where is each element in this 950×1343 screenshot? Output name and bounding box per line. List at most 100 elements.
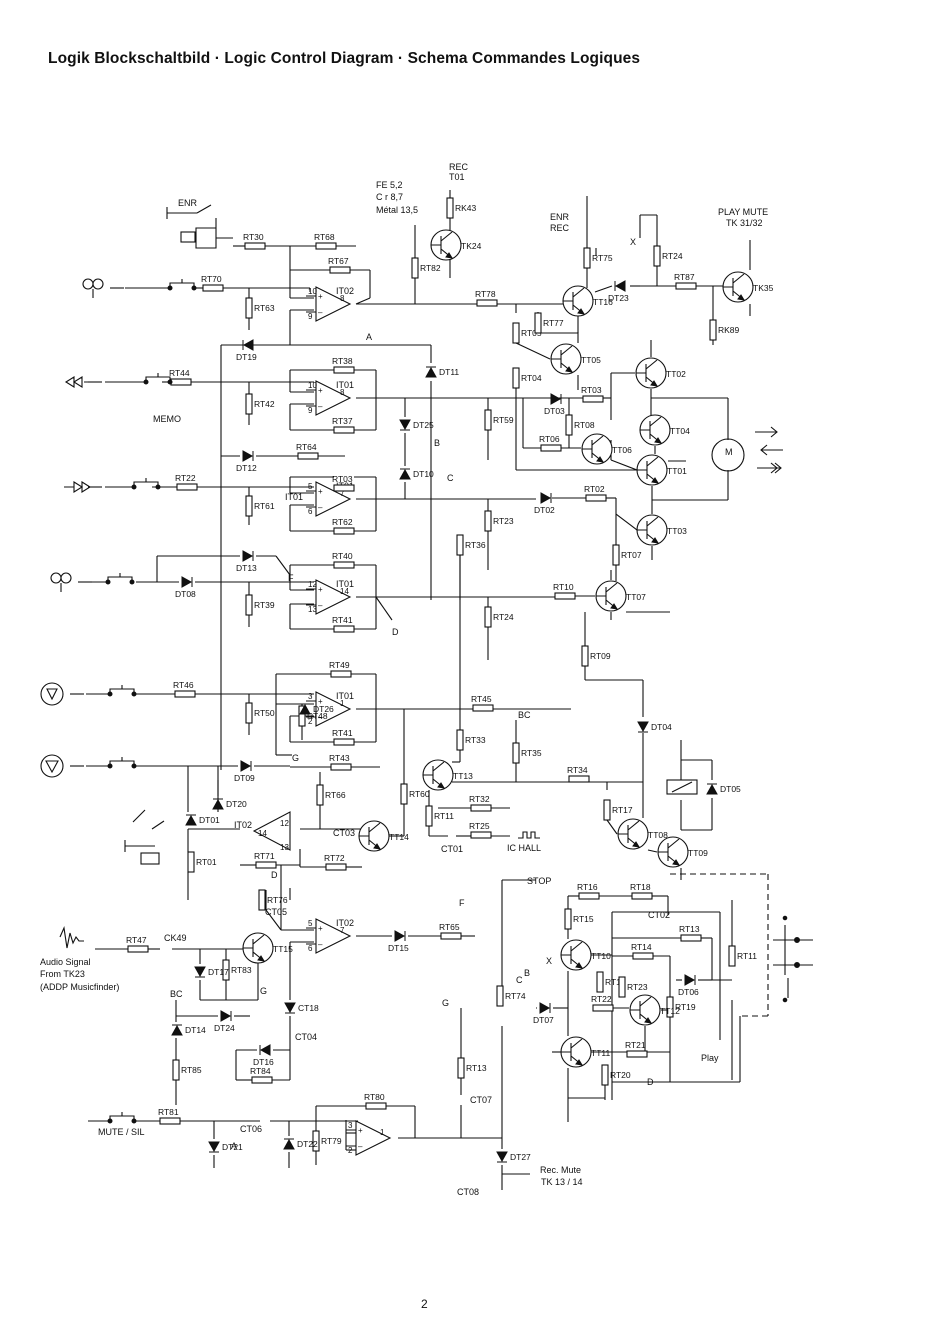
resistor-label: RT35 (521, 748, 542, 758)
resistor-label: RT47 (126, 935, 147, 945)
resistor-rt45: RT45 (471, 694, 494, 712)
resistor-rt24: RT24 (484, 606, 514, 628)
resistor-rt16: RT16 (577, 882, 600, 900)
transistor-label: TT06 (612, 445, 632, 455)
resistor-rt08: RT08 (565, 414, 595, 436)
resistor-rt05: RT05 (512, 322, 542, 344)
resistor-label: RT03 (581, 385, 602, 395)
opamp-minus: – (318, 713, 323, 722)
resistor-label: RT23 (493, 516, 514, 526)
transistor-tk24: TK24 (430, 229, 482, 261)
resistor-rt39: RT39 (245, 594, 275, 616)
schematic-text: BC (518, 710, 531, 720)
resistor-label: RT70 (201, 274, 222, 284)
schematic-text: PLAY MUTE (718, 207, 768, 217)
wire (610, 459, 638, 471)
resistor-label: RT06 (539, 434, 560, 444)
resistor-label: RT09 (590, 651, 611, 661)
resistor-rt06: RT06 (539, 434, 562, 452)
diode-label: DT13 (236, 563, 257, 573)
resistor-rt09: RT09 (581, 645, 611, 667)
opamp-pin: 1 (380, 1128, 385, 1137)
diode-dt26: DT26 (299, 703, 334, 715)
comparator-pin: 13 (280, 843, 289, 852)
schematic-text: BC (170, 989, 183, 999)
diode-dt24: DT24 (214, 1010, 235, 1033)
diode-label: DT20 (226, 799, 247, 809)
diode-dt15: DT15 (388, 930, 409, 953)
transistor-tt08: TT08 (617, 818, 668, 850)
wire (647, 849, 658, 853)
resistor-rt23: RT23 (618, 976, 648, 998)
transistor-tt09: TT09 (657, 836, 708, 868)
schematic-text: G (292, 753, 299, 763)
resistor-label: RT34 (567, 765, 588, 775)
opamp-plus: + (318, 924, 323, 933)
resistor-label: RT22 (591, 994, 612, 1004)
transistor-tt01: TT01 (636, 454, 687, 486)
input-play-reverse (82, 278, 124, 298)
schematic-text: CT02 (648, 910, 670, 920)
resistor-label: RT36 (465, 540, 486, 550)
diode-label: DT03 (544, 406, 565, 416)
resistor-label: RT37 (332, 416, 353, 426)
diode-dt10: DT10 (399, 468, 434, 480)
transistor-tt12: TT12 (629, 994, 680, 1026)
resistor-rt70: RT70 (201, 274, 224, 292)
transistor-label: TT04 (670, 426, 690, 436)
wire (375, 596, 393, 621)
resistor-rt50: RT50 (245, 702, 275, 724)
wire (615, 513, 638, 531)
wire (265, 909, 282, 931)
push-button (167, 279, 197, 291)
schematic-text: REC (550, 223, 570, 233)
comparator-label: IT02 (234, 820, 252, 830)
resistor-label: RT15 (573, 914, 594, 924)
resistor-label: RT82 (420, 263, 441, 273)
diode-dt01: DT01 (185, 814, 220, 826)
resistor-label: RK89 (718, 325, 740, 335)
diode-label: DT19 (236, 352, 257, 362)
schematic-text: CK49 (164, 933, 187, 943)
resistor-label: RT41 (332, 728, 353, 738)
diode-dt02: DT02 (534, 492, 555, 515)
schematic-text: M (725, 447, 733, 457)
push-button (107, 685, 137, 697)
schematic-text: D (392, 627, 399, 637)
resistor-rt85: RT85 (172, 1059, 202, 1081)
opamp-minus: – (318, 601, 323, 610)
diode-label: DT27 (510, 1152, 531, 1162)
resistor-label: RT25 (469, 821, 490, 831)
resistor-rt11: RT11 (425, 805, 454, 827)
schematic-text: C (516, 975, 523, 985)
schematic-text: C (447, 473, 454, 483)
transistor-label: TT09 (688, 848, 708, 858)
opamp-pin: 10 (308, 381, 317, 390)
resistor-label: RT59 (493, 415, 514, 425)
relay-coil (666, 779, 698, 795)
schematic-text: CT07 (470, 1095, 492, 1105)
resistor-label: RT60 (409, 789, 430, 799)
schematic-text: (ADDP Musicfinder) (40, 982, 119, 992)
wire (275, 555, 291, 576)
schematic-text: REC (449, 162, 469, 172)
diode-label: DT02 (534, 505, 555, 515)
resistor-label: RK43 (455, 203, 477, 213)
resistor-label: RT13 (466, 1063, 487, 1073)
transistor-label: TT02 (666, 369, 686, 379)
comparator-pin: 12 (280, 819, 289, 828)
transistor-tt05: TT05 (550, 343, 601, 375)
transistor-tt13: TT13 (422, 759, 473, 791)
resistor-rt18: RT18 (630, 882, 653, 900)
resistor-label: RT08 (574, 420, 595, 430)
resistor-rt10: RT10 (553, 582, 576, 600)
resistor-label: RT78 (475, 289, 496, 299)
resistor-rt01: RT01 (187, 851, 217, 873)
diode-label: DT14 (185, 1025, 206, 1035)
resistor-rt30: RT30 (243, 232, 266, 250)
resistor-rt74: RT74 (496, 985, 526, 1007)
transistor-label: TK24 (461, 241, 482, 251)
resistor-rt24: RT24 (653, 245, 683, 267)
diode-label: DT01 (199, 815, 220, 825)
opamp-minus: – (318, 308, 323, 317)
